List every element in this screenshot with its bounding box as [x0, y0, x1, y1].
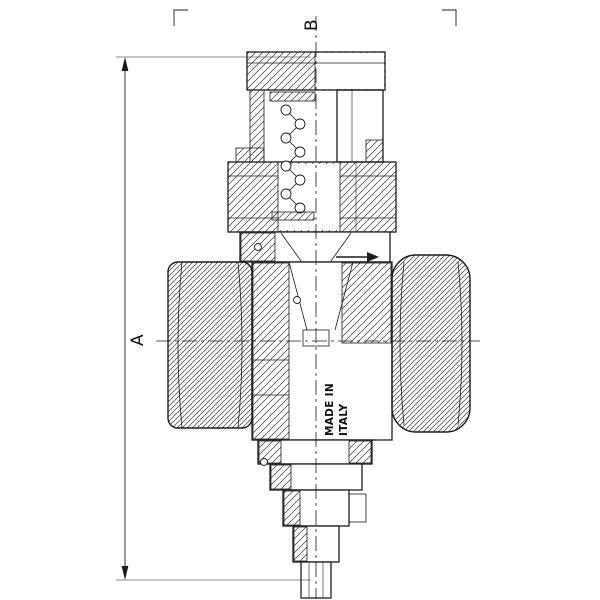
- dimension-b-right-mark: [442, 9, 457, 26]
- o-ring: [293, 296, 301, 304]
- dimension-b-left-mark: [173, 9, 188, 26]
- o-ring: [254, 243, 262, 251]
- spring-seat-top: [269, 91, 316, 102]
- flow-arrow-icon: [336, 252, 379, 262]
- valve-assembly: MADE IN ITALY: [167, 51, 471, 599]
- dimension-b-label: B: [302, 19, 322, 31]
- top-cap: [235, 51, 386, 163]
- o-ring: [260, 458, 268, 466]
- right-union-nut: [391, 254, 471, 433]
- dimension-a-label: A: [128, 334, 148, 346]
- dimension-b: B: [173, 9, 457, 31]
- arrowhead-up: [121, 57, 129, 71]
- centerlines: [156, 16, 480, 599]
- lower-body: [257, 439, 373, 599]
- bonnet-nut: [227, 161, 397, 233]
- made-in-marking-line2: ITALY: [338, 403, 350, 436]
- arrowhead-down: [121, 566, 129, 580]
- spring: [269, 91, 316, 221]
- valve-body: [251, 261, 393, 441]
- spring-seat-bottom: [271, 211, 315, 221]
- made-in-marking-line1: MADE IN: [324, 383, 336, 436]
- left-union-nut: [167, 261, 253, 429]
- dimension-a: A: [116, 56, 311, 581]
